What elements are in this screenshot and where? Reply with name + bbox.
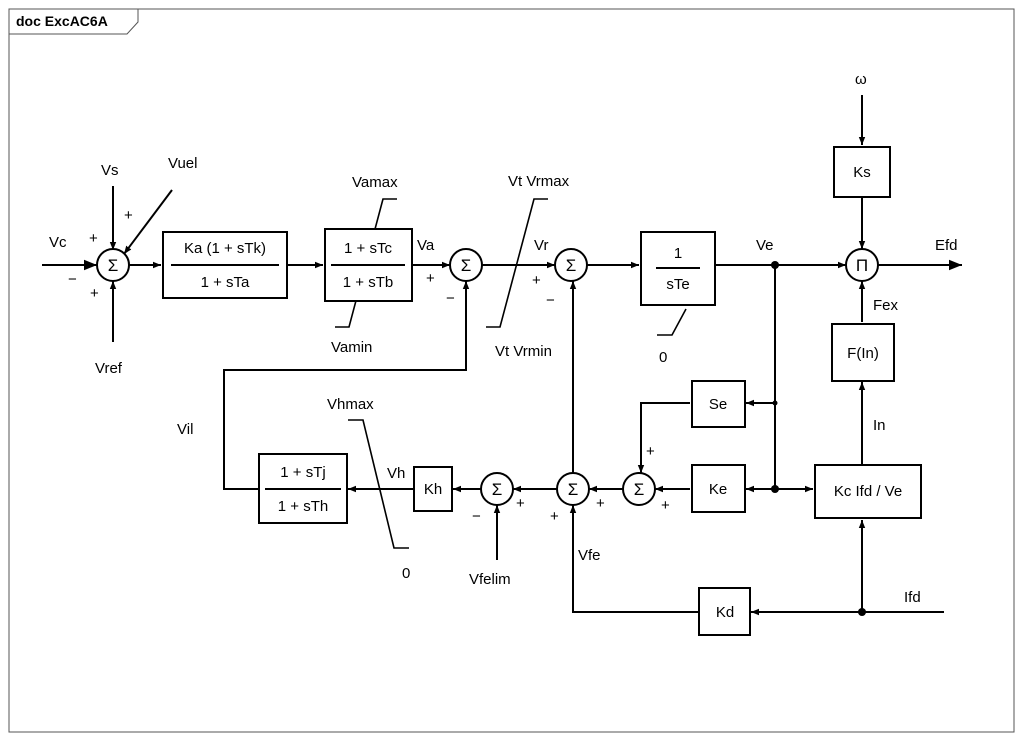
sign-s6-bottom: − [472, 508, 481, 525]
label-vfe: Vfe [578, 547, 601, 564]
wire-kd-s5 [569, 505, 698, 613]
label-omega: ω [855, 71, 867, 88]
wire-se-s4 [637, 402, 690, 473]
sum-symbol-2: Σ [461, 256, 472, 275]
label-vuel: Vuel [168, 155, 197, 172]
block-te-denominator: sTe [666, 276, 689, 293]
block-ka-numerator: Ka (1 + sTk) [184, 240, 266, 257]
junction-ifd [858, 608, 866, 616]
wire-vuel [123, 189, 173, 255]
sum-symbol-4: Σ [634, 480, 645, 499]
sign-s4-top: + [646, 443, 655, 460]
label-va: Va [417, 237, 435, 254]
block-ke [691, 464, 746, 513]
sign-s5-right: + [596, 495, 605, 512]
block-se-label: Se [709, 396, 727, 413]
diagram-frame [8, 8, 1015, 733]
sign-s1-top: + [89, 230, 98, 247]
sum-junction-4 [622, 472, 656, 506]
block-tj-numerator: 1 + sTj [280, 464, 325, 481]
block-ks-label: Ks [853, 164, 871, 181]
sign-s1-left: − [68, 271, 77, 288]
sum-junction-3 [554, 248, 588, 282]
block-ke-label: Ke [709, 481, 727, 498]
label-in: In [873, 417, 886, 434]
sum-symbol-3: Σ [566, 256, 577, 275]
block-kh-label: Kh [424, 481, 442, 498]
sign-s2-bottom: − [446, 290, 455, 307]
block-kc-label: Kc Ifd / Ve [834, 483, 902, 500]
block-ka-denominator: 1 + sTa [201, 274, 250, 291]
label-vt-vrmin: Vt Vrmin [495, 343, 552, 360]
block-tc-numerator: 1 + sTc [344, 240, 392, 257]
limiter-vhmax-zero [348, 419, 409, 549]
sign-s3-bottom: − [546, 292, 555, 309]
limiter-vrmax-vrmin [486, 198, 548, 328]
junction-ve-se [772, 400, 778, 406]
block-tc-denominator: 1 + sTb [343, 274, 393, 291]
block-te-numerator: 1 [674, 245, 682, 262]
label-vamax: Vamax [352, 174, 398, 191]
label-ifd: Ifd [904, 589, 921, 606]
label-vc: Vc [49, 234, 67, 251]
label-vfelim: Vfelim [469, 571, 511, 588]
sign-s2-left: + [426, 270, 435, 287]
label-vh: Vh [387, 465, 405, 482]
block-kh [413, 466, 453, 512]
sum-junction-1 [96, 248, 130, 282]
sum-junction-6 [480, 472, 514, 506]
product-symbol: Π [856, 256, 868, 275]
junction-ve [771, 261, 779, 269]
label-vt-vrmax: Vt Vrmax [508, 173, 570, 190]
block-kc [814, 464, 922, 519]
sum-symbol-5: Σ [568, 480, 579, 499]
wire-vil [223, 281, 470, 490]
label-vr: Vr [534, 237, 548, 254]
sum-symbol-6: Σ [492, 480, 503, 499]
label-vil: Vil [177, 421, 193, 438]
label-vamin: Vamin [331, 339, 372, 356]
block-tj-denominator: 1 + sTh [278, 498, 328, 515]
block-fin [831, 323, 895, 382]
junction-ve-kc [771, 485, 779, 493]
product-junction [845, 248, 879, 282]
label-zero-te: 0 [659, 349, 667, 366]
label-efd: Efd [935, 237, 958, 254]
label-vhmax: Vhmax [327, 396, 374, 413]
sum-junction-2 [449, 248, 483, 282]
block-fin-label: F(In) [847, 345, 879, 362]
sign-s5-bottom: + [550, 508, 559, 525]
label-vref: Vref [95, 360, 123, 377]
block-ks [833, 146, 891, 198]
frame-title: doc ExcAC6A [16, 13, 108, 29]
block-kd-label: Kd [716, 604, 734, 621]
sign-s1-vuel: + [124, 207, 133, 224]
frame-tab [9, 9, 139, 35]
sum-junction-5 [556, 472, 590, 506]
sign-s6-right: + [516, 495, 525, 512]
block-kd [698, 587, 751, 636]
block-se [691, 380, 746, 428]
sign-s4-right: + [661, 497, 670, 514]
sign-s1-bottom: + [90, 285, 99, 302]
sum-symbol-1: Σ [108, 256, 119, 275]
label-fex: Fex [873, 297, 899, 314]
label-ve: Ve [756, 237, 774, 254]
sign-s3-left: + [532, 272, 541, 289]
label-zero-vh: 0 [402, 565, 410, 582]
limiter-te-zero [657, 308, 687, 336]
label-vs: Vs [101, 162, 119, 179]
